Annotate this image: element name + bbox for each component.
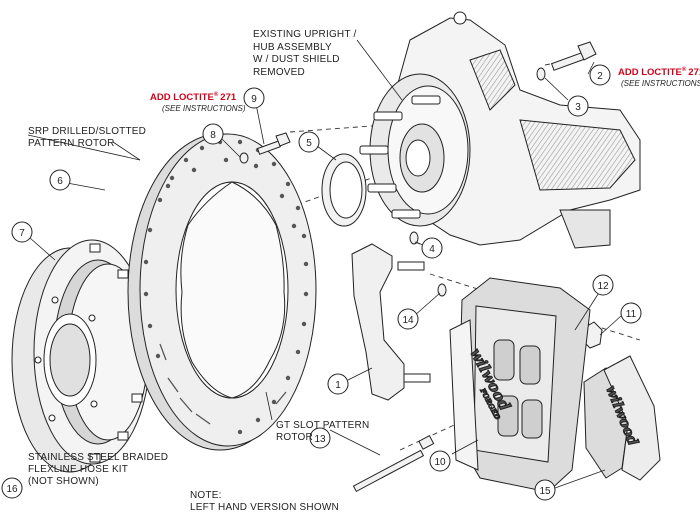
- svg-text:SRP DRILLED/SLOTTED: SRP DRILLED/SLOTTED: [28, 126, 146, 137]
- svg-text:12: 12: [597, 281, 609, 292]
- svg-text:NOTE:: NOTE:: [190, 490, 222, 501]
- svg-text:GT SLOT PATTERN: GT SLOT PATTERN: [276, 420, 369, 431]
- callout-15: 15: [534, 479, 556, 501]
- svg-text:FLEXLINE HOSE KIT: FLEXLINE HOSE KIT: [28, 464, 128, 475]
- svg-text:STAINLESS STEEL BRAIDED: STAINLESS STEEL BRAIDED: [28, 452, 168, 463]
- hub-ring: [321, 153, 367, 227]
- pad-retaining-pin: [352, 434, 435, 493]
- callout-4: 4: [421, 237, 443, 259]
- callout-2: 2: [589, 64, 611, 86]
- callout-14: 14: [397, 308, 419, 330]
- caliper-bracket: [351, 243, 431, 401]
- svg-text:W / DUST SHIELD: W / DUST SHIELD: [253, 54, 340, 65]
- callout-3: 3: [567, 95, 589, 117]
- svg-text:ROTOR: ROTOR: [276, 432, 313, 443]
- label-hose-kit: STAINLESS STEEL BRAIDED FLEXLINE HOSE KI…: [28, 452, 168, 487]
- svg-text:ADD LOCTITE®271: ADD LOCTITE®271: [618, 66, 700, 78]
- svg-text:HUB ASSEMBLY: HUB ASSEMBLY: [253, 42, 332, 53]
- label-loctite-left: ADD LOCTITE®271 (SEE INSTRUCTIONS): [150, 91, 246, 113]
- label-srp-rotor: SRP DRILLED/SLOTTED PATTERN ROTOR: [28, 126, 146, 149]
- svg-text:(SEE INSTRUCTIONS): (SEE INSTRUCTIONS): [162, 104, 246, 113]
- label-loctite-right: ADD LOCTITE®271 (SEE INSTRUCTIONS): [618, 66, 700, 88]
- svg-text:11: 11: [626, 309, 637, 320]
- svg-text:(NOT SHOWN): (NOT SHOWN): [28, 476, 99, 487]
- srp-rotor: [127, 133, 317, 451]
- svg-text:8: 8: [210, 130, 216, 141]
- callout-9: 9: [243, 87, 265, 109]
- bracket-bolt: [239, 132, 291, 164]
- callout-13: 13: [309, 427, 331, 449]
- rotor-slots: [159, 343, 287, 425]
- svg-text:4: 4: [429, 244, 435, 255]
- svg-text:15: 15: [539, 486, 551, 497]
- svg-text:10: 10: [434, 457, 446, 468]
- svg-text:16: 16: [6, 484, 18, 495]
- label-note: NOTE: LEFT HAND VERSION SHOWN: [190, 490, 339, 513]
- callout-16: 16: [1, 477, 23, 499]
- svg-text:3: 3: [575, 102, 581, 113]
- svg-text:13: 13: [314, 434, 326, 445]
- wheel-studs: [359, 95, 441, 219]
- rotor-drill-holes: [143, 139, 309, 435]
- svg-text:EXISTING UPRIGHT /: EXISTING UPRIGHT /: [253, 29, 356, 40]
- callout-1: 1: [327, 373, 349, 395]
- svg-text:2: 2: [597, 71, 603, 82]
- svg-text:LEFT HAND VERSION SHOWN: LEFT HAND VERSION SHOWN: [190, 502, 339, 513]
- callout-6: 6: [49, 169, 71, 191]
- svg-text:1: 1: [335, 380, 341, 391]
- brake-pads: wilwood: [583, 355, 661, 481]
- leader-lines: [27, 39, 622, 489]
- svg-text:PATTERN ROTOR: PATTERN ROTOR: [28, 138, 115, 149]
- callout-7: 7: [11, 221, 33, 243]
- svg-text:6: 6: [57, 176, 63, 187]
- svg-text:REMOVED: REMOVED: [253, 67, 305, 78]
- label-existing-upright: EXISTING UPRIGHT / HUB ASSEMBLY W / DUST…: [253, 29, 356, 78]
- svg-text:5: 5: [306, 138, 312, 149]
- svg-text:7: 7: [19, 228, 25, 239]
- svg-text:(SEE INSTRUCTIONS): (SEE INSTRUCTIONS): [621, 79, 700, 88]
- callout-11: 11: [620, 302, 642, 324]
- callout-5: 5: [298, 131, 320, 153]
- callout-12: 12: [592, 274, 614, 296]
- upright-bolt: [536, 41, 597, 81]
- callout-10: 10: [429, 450, 451, 472]
- svg-text:9: 9: [251, 94, 257, 105]
- svg-text:ADD LOCTITE®271: ADD LOCTITE®271: [150, 91, 237, 103]
- callout-8: 8: [202, 123, 224, 145]
- label-gt-slot: GT SLOT PATTERN ROTOR: [276, 420, 369, 443]
- caliper: wilwood FORGED: [449, 277, 591, 493]
- existing-upright: [359, 11, 641, 249]
- svg-text:14: 14: [402, 315, 414, 326]
